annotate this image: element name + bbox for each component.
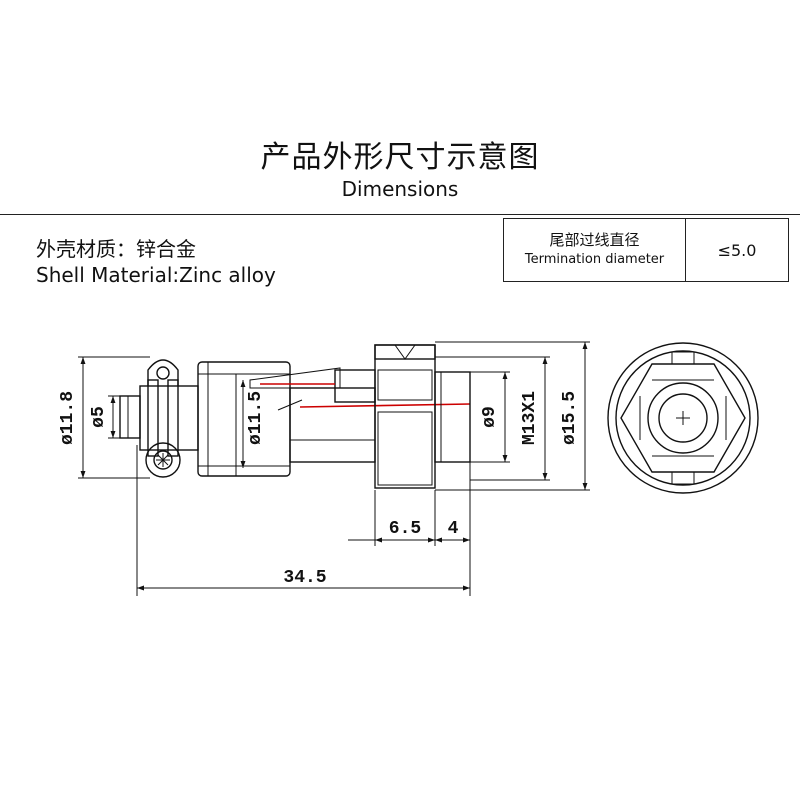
dim-label-rear-length: 4 xyxy=(448,519,459,539)
wire-slant-line xyxy=(277,399,303,411)
dim-label-nut-diameter: ø15.5 xyxy=(560,391,580,445)
page-title: 产品外形尺寸示意图 xyxy=(260,140,540,175)
contact-pin xyxy=(119,395,141,439)
page-subtitle: Dimensions xyxy=(341,177,459,201)
end-view xyxy=(607,342,759,494)
dim-label-tail-diameter: ø9 xyxy=(480,406,500,428)
dimension-annotations: ø11.8 ø5 ø11.5 ø9 M13X1 ø15.5 6.5 4 xyxy=(58,341,590,596)
dim-label-body-diameter: ø11.5 xyxy=(246,391,266,445)
dim-label-total-length: 34.5 xyxy=(283,568,326,588)
knurled-nut xyxy=(374,344,436,489)
wire-line-lower xyxy=(299,403,471,408)
material-label-en: Shell Material:Zinc alloy xyxy=(36,263,276,287)
end-view-insert-circle xyxy=(647,382,719,454)
nut-knurl-lower xyxy=(377,411,433,486)
spec-value: ≤5.0 xyxy=(717,240,757,260)
dim-label-nut-length: 6.5 xyxy=(389,519,421,539)
end-view-notch-top xyxy=(671,351,695,365)
end-view-contact-circle xyxy=(658,393,708,443)
header-divider xyxy=(0,214,800,215)
clamp-bottom-ring xyxy=(145,442,181,478)
end-view-hex-nut xyxy=(620,363,746,473)
cable-sleeve xyxy=(249,367,341,389)
dim-label-shell-diameter: ø11.8 xyxy=(58,391,78,445)
nut-cap-notch xyxy=(394,344,416,360)
gland-knurl xyxy=(334,369,376,403)
spec-label-en: Termination diameter xyxy=(524,252,665,267)
spec-label-cn: 尾部过线直径 xyxy=(549,231,640,249)
dim-label-pin-diameter: ø5 xyxy=(89,406,109,428)
spec-value-cell: ≤5.0 xyxy=(686,219,788,281)
end-view-rim-circle xyxy=(615,350,751,486)
end-view-center-cross xyxy=(676,411,690,425)
rear-sleeve xyxy=(434,371,471,463)
end-view-notch-bottom xyxy=(671,471,695,485)
clamp-bottom-screw xyxy=(153,450,173,470)
clamp-bar-left xyxy=(147,379,159,457)
termination-spec-table: 尾部过线直径 Termination diameter ≤5.0 xyxy=(503,218,789,282)
tail-tube xyxy=(289,387,376,463)
connector-body xyxy=(197,361,291,477)
clamp-bar-right xyxy=(167,379,179,457)
clamp-top-bracket xyxy=(147,359,179,386)
end-view-outer-circle xyxy=(607,342,759,494)
nut-knurl-upper xyxy=(377,369,433,401)
clamp-top-screw xyxy=(156,366,170,380)
side-view xyxy=(119,344,471,489)
nut-cap xyxy=(374,344,436,360)
clamp-screw-slot xyxy=(156,453,170,467)
material-label-cn: 外壳材质：锌合金 xyxy=(36,237,196,261)
end-view-inner-ribs xyxy=(639,379,727,457)
dim-label-thread: M13X1 xyxy=(520,391,540,445)
spec-label-cell: 尾部过线直径 Termination diameter xyxy=(504,219,686,281)
